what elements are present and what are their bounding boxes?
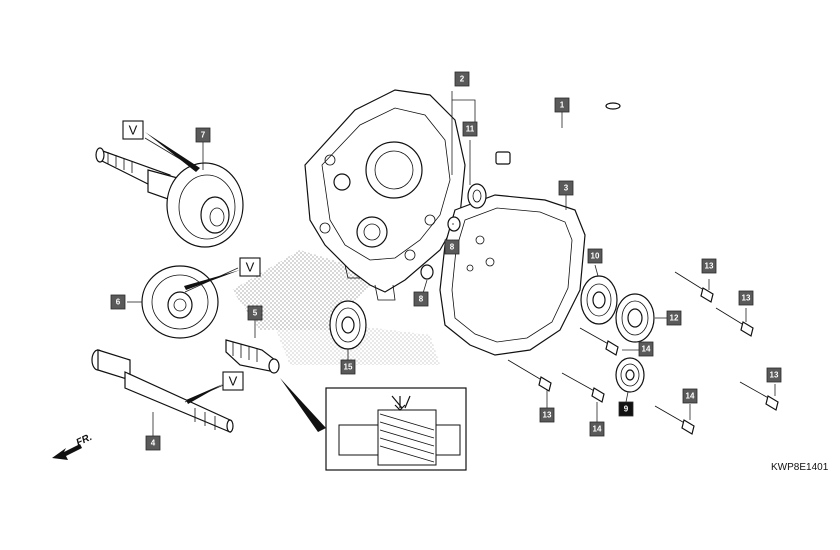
transmission-case [304, 89, 466, 301]
callout-12: 12 [666, 310, 682, 326]
callout-5-label: 5 [253, 309, 258, 318]
bearing-10 [580, 275, 618, 325]
callout-7: 7 [195, 127, 211, 143]
callout-2: 2 [454, 71, 470, 87]
callout-14-c: 14 [589, 421, 605, 437]
callout-13-c-label: 13 [770, 371, 779, 380]
callout-8-upper-label: 8 [450, 243, 455, 252]
callout-9: 9 [618, 401, 634, 417]
v-marker-top: V [122, 120, 144, 140]
callout-15-label: 15 [344, 363, 353, 372]
bearing-15 [329, 300, 367, 350]
breather-tube [495, 102, 621, 165]
callout-14-a: 14 [638, 341, 654, 357]
callout-1-label: 1 [560, 101, 565, 110]
callout-10: 10 [587, 248, 603, 264]
callout-13-d: 13 [539, 407, 555, 423]
v-marker-top-label: V [129, 123, 138, 138]
diagram-code: KWP8E1401 [771, 462, 829, 473]
callout-14-b-label: 14 [686, 392, 695, 401]
front-direction-indicator: FR. [52, 432, 94, 460]
case-gasket [439, 194, 586, 356]
v-marker-bottom: V [186, 371, 244, 404]
callout-2-label: 2 [460, 75, 465, 84]
callout-4: 4 [145, 435, 161, 451]
drive-shaft [91, 349, 234, 433]
callout-9-label: 9 [624, 405, 629, 414]
callout-14-b: 14 [682, 388, 698, 404]
callout-13-b-label: 13 [742, 294, 751, 303]
callout-11: 11 [462, 121, 478, 137]
detail-inset [280, 378, 467, 471]
callout-13-a-label: 13 [705, 262, 714, 271]
callout-8-lower-label: 8 [419, 295, 424, 304]
bearing-9 [615, 357, 645, 393]
final-shaft-gear [95, 147, 244, 248]
callout-6: 6 [110, 294, 126, 310]
callout-8-lower: 8 [413, 291, 429, 307]
v-marker-top-arrow [145, 132, 200, 172]
callout-13-a: 13 [701, 258, 717, 274]
callout-13-b: 13 [738, 290, 754, 306]
oil-seal-12 [615, 293, 655, 343]
callout-3: 3 [558, 180, 574, 196]
callout-13-c: 13 [766, 367, 782, 383]
v-marker-middle: V [184, 257, 261, 290]
callout-15: 15 [340, 359, 356, 375]
callout-7-label: 7 [201, 131, 206, 140]
bolts [507, 271, 779, 435]
countershaft-gear [141, 265, 219, 339]
callout-10-label: 10 [591, 252, 600, 261]
front-arrow-icon [52, 444, 82, 460]
callout-11-label: 11 [466, 125, 475, 134]
callout-3-label: 3 [564, 184, 569, 193]
callout-13-d-label: 13 [543, 411, 552, 420]
callout-12-label: 12 [670, 314, 679, 323]
callout-4-label: 4 [151, 439, 156, 448]
callout-8-upper: 8 [444, 239, 460, 255]
callout-6-label: 6 [116, 298, 121, 307]
v-marker-middle-label: V [246, 260, 255, 275]
callout-1: 1 [554, 97, 570, 113]
callout-14-a-label: 14 [642, 345, 651, 354]
front-label: FR. [75, 432, 94, 449]
v-marker-bottom-label: V [229, 374, 238, 389]
callout-14-c-label: 14 [593, 425, 602, 434]
callout-5: 5 [247, 305, 263, 321]
bearing-11 [467, 183, 487, 209]
dowel-pins [420, 216, 461, 280]
counter-gear [225, 339, 280, 374]
